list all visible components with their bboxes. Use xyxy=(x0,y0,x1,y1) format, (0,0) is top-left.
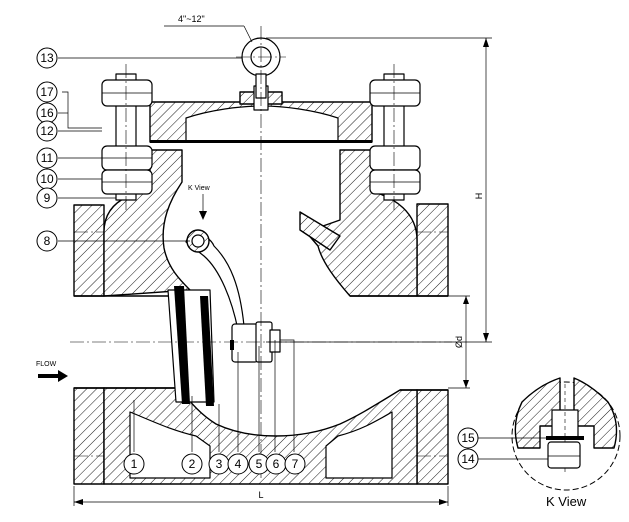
callout-11-number: 11 xyxy=(41,151,54,165)
callout-8: 8 xyxy=(36,230,58,252)
callout-7-number: 7 xyxy=(292,457,299,471)
height-label: H xyxy=(474,193,484,200)
leader-lines xyxy=(58,57,552,460)
callout-6: 6 xyxy=(265,453,287,475)
callout-1-number: 1 xyxy=(131,457,138,471)
callout-8-number: 8 xyxy=(44,234,51,248)
k-view-title: K View xyxy=(546,494,587,509)
callout-14: 14 xyxy=(457,448,479,470)
studs-and-nuts xyxy=(101,64,421,210)
callout-2: 2 xyxy=(181,453,203,475)
callout-10-number: 10 xyxy=(40,172,54,186)
callout-12-number: 12 xyxy=(40,124,54,138)
bore-diameter-label: Ød xyxy=(454,336,464,348)
eyebolt-range-label: 4"~12" xyxy=(178,14,205,24)
callout-13-number: 13 xyxy=(40,51,54,65)
callout-15: 15 xyxy=(457,427,479,449)
k-view-detail xyxy=(511,377,621,491)
callout-1: 1 xyxy=(123,453,145,475)
callout-13: 13 xyxy=(36,47,58,69)
k-view-arrow xyxy=(199,194,207,220)
callout-15-number: 15 xyxy=(461,431,475,445)
callout-2-number: 2 xyxy=(189,457,196,471)
length-label: L xyxy=(258,490,263,500)
bonnet xyxy=(149,85,373,143)
callout-3-number: 3 xyxy=(216,457,223,471)
dimension-lines xyxy=(73,25,492,506)
callout-9: 9 xyxy=(36,187,58,209)
callout-17: 17 xyxy=(36,81,58,103)
callout-6-number: 6 xyxy=(273,457,280,471)
valve-body xyxy=(73,149,449,485)
callout-4: 4 xyxy=(227,453,249,475)
callout-10: 10 xyxy=(36,168,58,190)
callout-3: 3 xyxy=(208,453,230,475)
callout-5-number: 5 xyxy=(256,457,263,471)
callout-17-number: 17 xyxy=(40,85,54,99)
callout-12: 12 xyxy=(36,120,58,142)
callout-11: 11 xyxy=(36,147,58,169)
k-view-arrow-label: K View xyxy=(188,185,211,192)
flow-label: FLOW xyxy=(36,361,57,368)
flow-arrow xyxy=(38,370,68,382)
callout-4-number: 4 xyxy=(235,457,242,471)
callout-14-number: 14 xyxy=(461,452,475,466)
callout-16-number: 16 xyxy=(40,106,54,120)
hinge-and-disc xyxy=(167,229,281,406)
callout-16: 16 xyxy=(36,102,58,124)
callout-7: 7 xyxy=(284,453,306,475)
callout-9-number: 9 xyxy=(44,191,51,205)
